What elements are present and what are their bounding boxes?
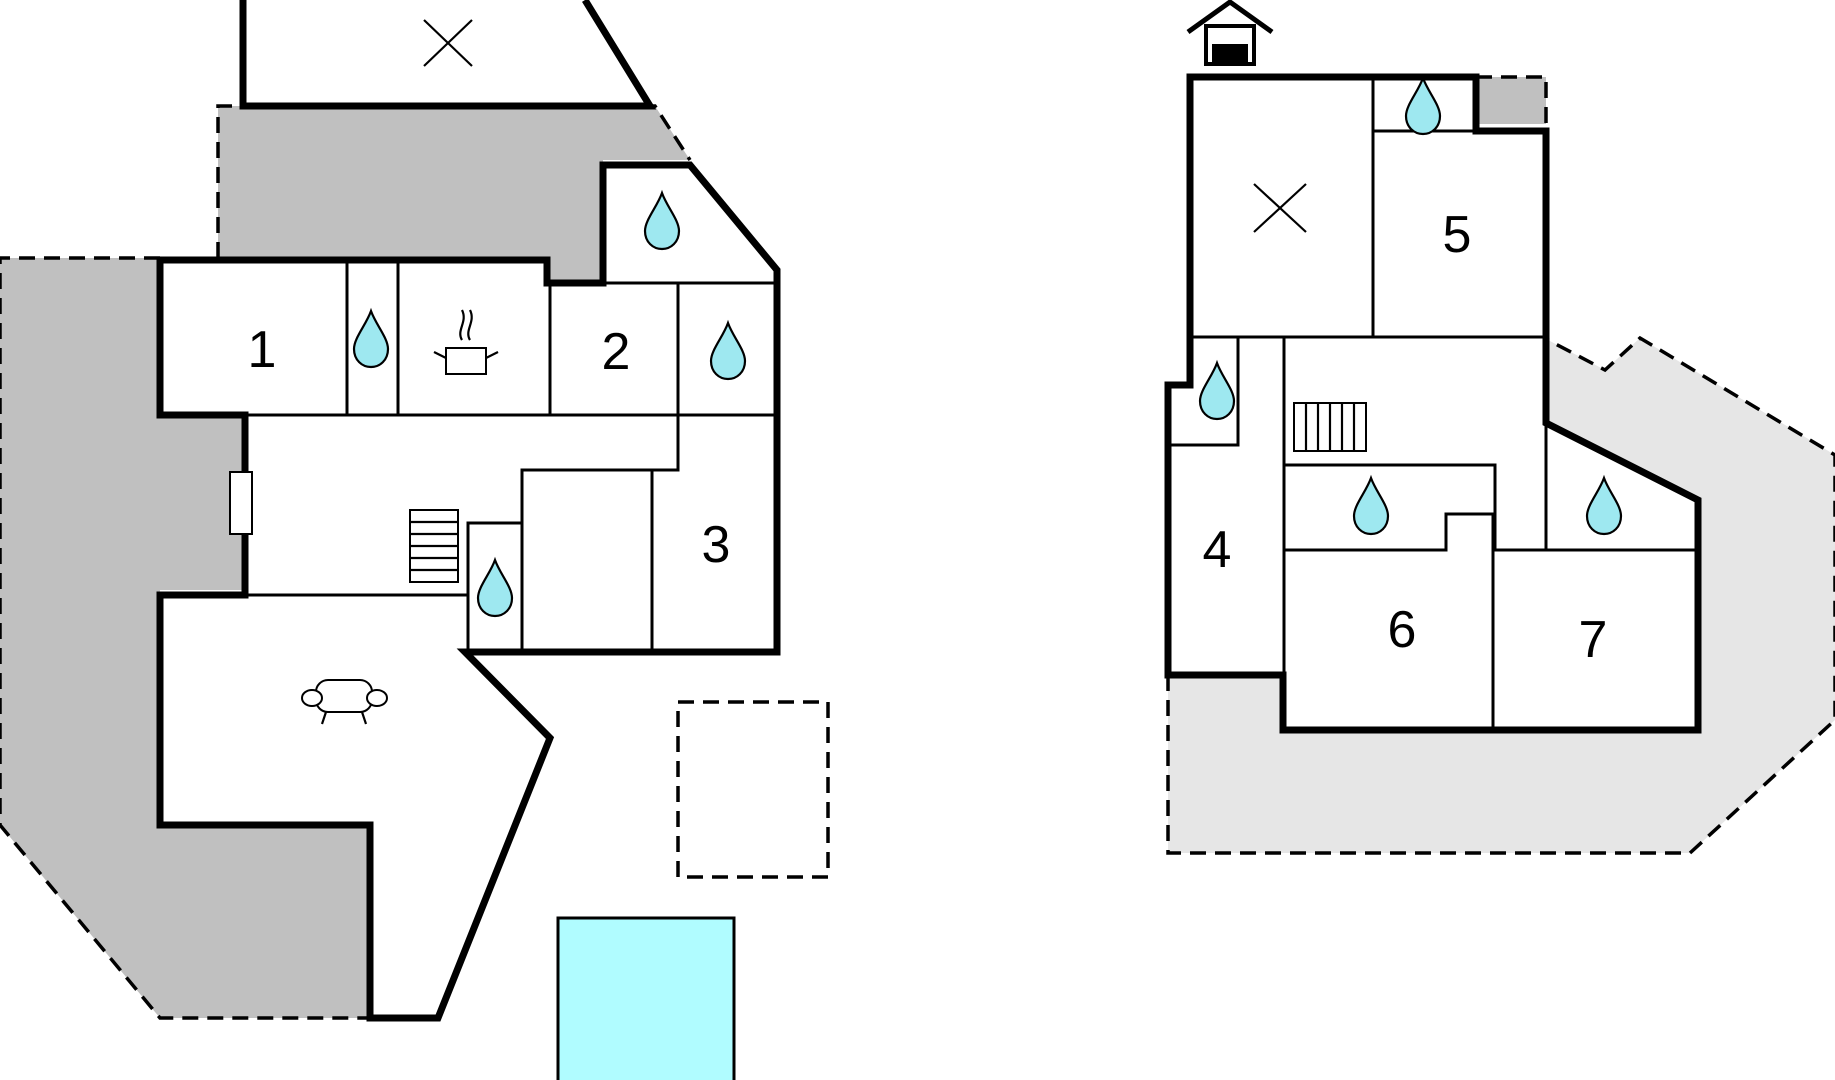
room-3-label: 3 [702,516,731,574]
x-mark-icon [423,19,473,67]
terrace-right-outline [1166,335,1835,855]
room-4-label: 4 [1203,521,1232,579]
upper-balcony [1476,77,1546,124]
upper-floor-plan: 5 4 6 7 [1164,0,1835,855]
upper-floor-interior [1168,77,1698,730]
room-1-label: 1 [248,321,277,379]
terrace-right [1168,338,1835,853]
house-icon [1186,0,1274,66]
pool [556,916,736,1080]
ground-floor-interior-walls [160,260,777,652]
kitchen-pot-icon [433,309,499,375]
terrace-left-outline [0,256,370,1020]
stairs-icon [1293,402,1367,452]
upper-floor-interior-walls [1168,77,1698,730]
stairs-icon [409,509,459,583]
outdoor-square [676,700,830,879]
living-sofa-icon [301,679,388,725]
room-2-label: 2 [602,323,631,381]
room-7-label: 7 [1579,611,1608,669]
room-5-label: 5 [1443,206,1472,264]
ground-floor-plan: 1 2 3 [0,0,830,1080]
fireplace-icon [229,471,253,535]
upper-balcony-outline [1476,75,1548,124]
terrace-top-outline [216,104,692,258]
terrace-top [218,106,690,280]
x-mark-icon [1253,183,1307,233]
room-6-label: 6 [1388,601,1417,659]
balcony-wall [239,0,657,110]
